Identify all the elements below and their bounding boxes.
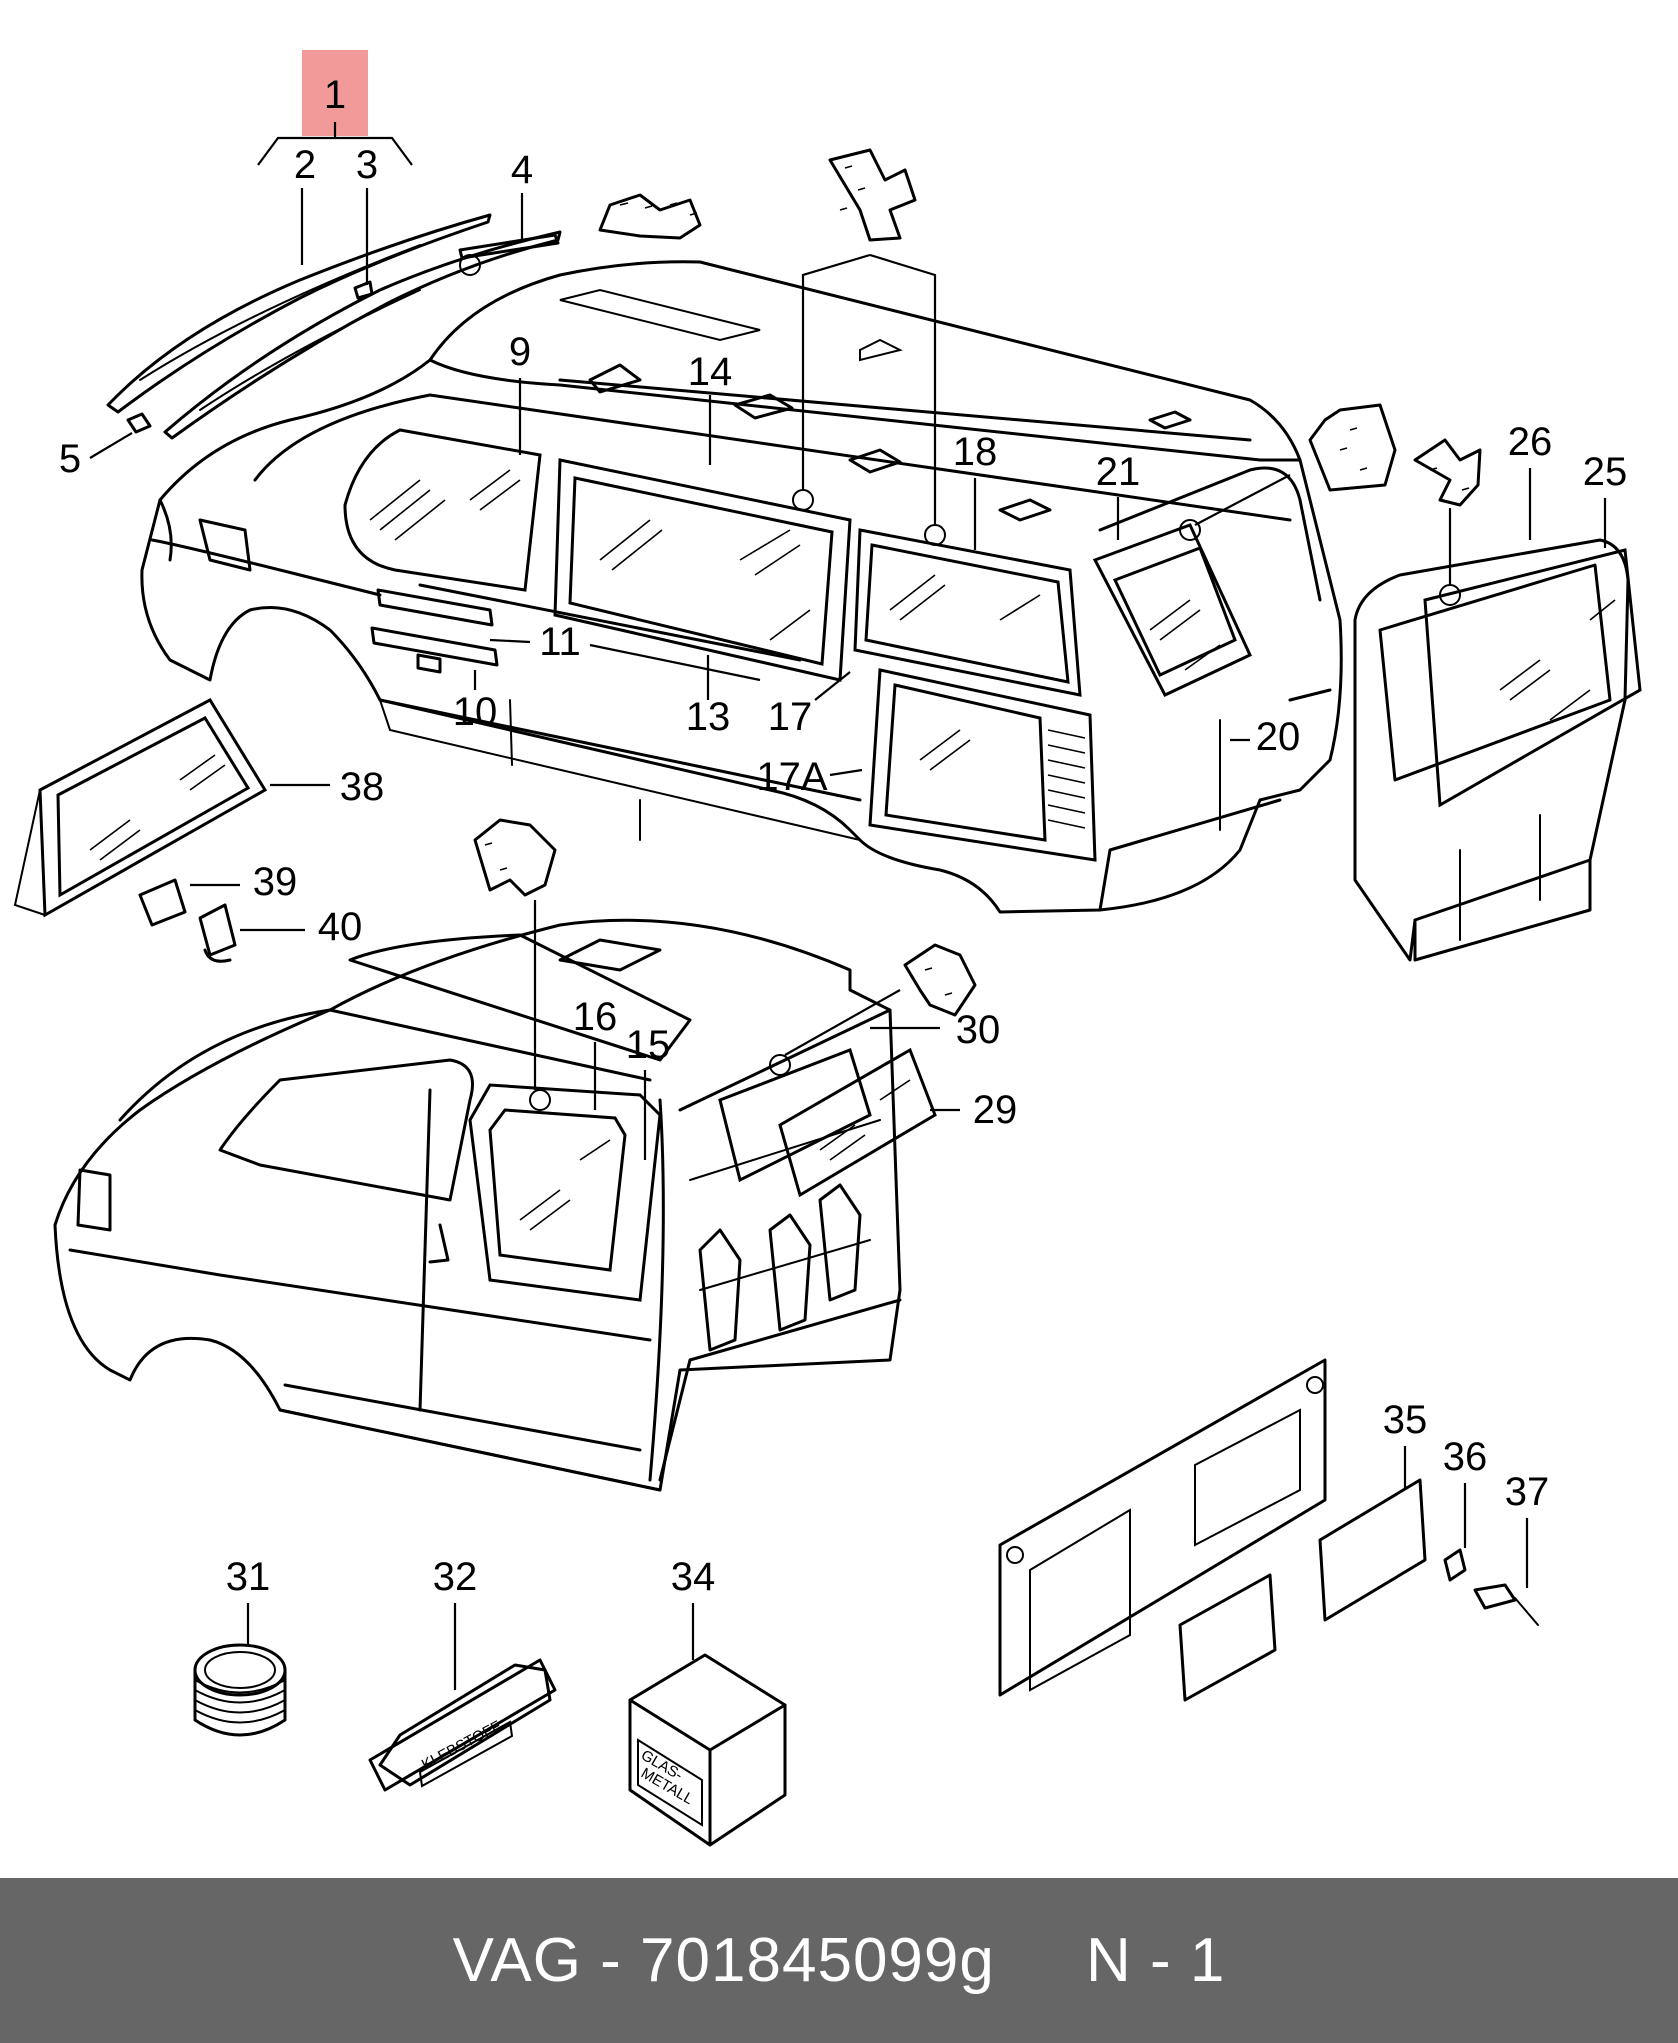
callout-4[interactable]: 4 — [511, 148, 533, 192]
callout-39[interactable]: 39 — [253, 860, 298, 904]
callout-35[interactable]: 35 — [1383, 1398, 1428, 1442]
footer-bar: VAG - 701845099g N - 1 — [0, 1878, 1678, 2043]
window-9 — [343, 428, 542, 592]
callout-15[interactable]: 15 — [626, 1023, 671, 1067]
primer-box-34: GLAS- METALL — [628, 1653, 787, 1847]
callout-1[interactable]: 1 — [324, 73, 346, 117]
callout-10[interactable]: 10 — [453, 690, 498, 734]
roof-spoiler-group — [106, 193, 702, 440]
callout-5[interactable]: 5 — [59, 437, 81, 481]
callout-34[interactable]: 34 — [671, 1555, 716, 1599]
callout-17A[interactable]: 17A — [756, 755, 827, 799]
van-body-upper — [140, 260, 1343, 914]
exploded-parts-diagram: 1 2 3 4 5 — [13, 50, 1642, 1847]
callout-14[interactable]: 14 — [688, 350, 733, 394]
callout-2[interactable]: 2 — [294, 143, 316, 187]
window-29-30 — [718, 943, 977, 1198]
tailgate — [1353, 438, 1642, 962]
callout-3[interactable]: 3 — [356, 143, 378, 187]
callout-38[interactable]: 38 — [340, 765, 385, 809]
callout-25[interactable]: 25 — [1583, 450, 1628, 494]
window-20-21 — [1092, 466, 1322, 697]
callout-29[interactable]: 29 — [973, 1088, 1018, 1132]
callout-11[interactable]: 11 — [539, 620, 581, 664]
callout-26[interactable]: 26 — [1508, 420, 1553, 464]
seal-profile-right — [1308, 403, 1397, 492]
callout-9[interactable]: 9 — [509, 330, 531, 374]
callout-20[interactable]: 20 — [1256, 715, 1301, 759]
callout-32[interactable]: 32 — [433, 1555, 478, 1599]
callout-31[interactable]: 31 — [226, 1555, 271, 1599]
callout-18[interactable]: 18 — [953, 430, 998, 474]
callout-21[interactable]: 21 — [1096, 450, 1141, 494]
callout-16[interactable]: 16 — [573, 995, 618, 1039]
callout-36[interactable]: 36 — [1443, 1435, 1488, 1479]
adhesive-tube-32: KLEBSTOFF — [368, 1658, 557, 1792]
window-38 — [13, 698, 268, 963]
highlight-box — [302, 50, 368, 136]
window-15-16 — [468, 818, 662, 1302]
door-trims — [370, 588, 499, 674]
callout-30[interactable]: 30 — [956, 1008, 1001, 1052]
callout-17[interactable]: 17 — [768, 695, 813, 739]
window-17A — [868, 668, 1097, 862]
callout-13[interactable]: 13 — [686, 695, 731, 739]
part-number-caption: VAG - 701845099g N - 1 — [452, 1926, 1226, 1995]
sealing-roll-31 — [193, 1643, 287, 1737]
callout-37[interactable]: 37 — [1505, 1470, 1550, 1514]
callout-40[interactable]: 40 — [318, 905, 363, 949]
van-body-lower — [53, 918, 902, 1492]
partition-panel-35 — [998, 1358, 1539, 1702]
seal-profile-top — [828, 148, 917, 242]
window-18 — [853, 524, 1082, 697]
